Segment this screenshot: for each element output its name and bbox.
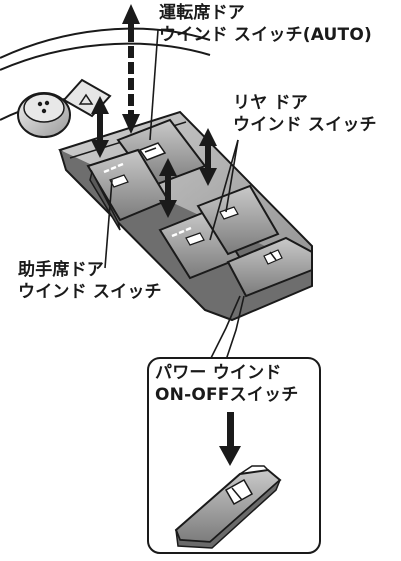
power-switch-callout (147, 357, 321, 554)
rear-left-arrow (159, 158, 177, 218)
driver-window-switch-label: 運転席ドア ウインド スイッチ(AUTO) (159, 2, 372, 46)
assist-label-line2: ウインド スイッチ (18, 282, 162, 302)
press-arrow (219, 412, 241, 466)
assist-window-switch-label: 助手席ドア ウインド スイッチ (18, 259, 162, 303)
rear-label-line2: ウインド スイッチ (233, 115, 377, 135)
power-label-line2: ON-OFFスイッチ (155, 385, 299, 405)
driver-auto-arrow (122, 4, 140, 134)
rear-window-switch-label: リヤ ドア ウインド スイッチ (233, 92, 377, 136)
power-window-onoff-switch (226, 236, 313, 298)
mirror-control-knob (17, 92, 71, 138)
rear-right-window-switch (196, 184, 280, 256)
enlarged-onoff-switch (174, 465, 282, 549)
rear-label-line1: リヤ ドア (233, 93, 308, 113)
driver-label-line1: 運転席ドア (159, 3, 245, 23)
power-window-onoff-label: パワー ウインド ON-OFFスイッチ (155, 362, 298, 406)
rear-right-arrow (199, 128, 217, 186)
driver-label-line2: ウインド スイッチ(AUTO) (159, 25, 372, 45)
assist-label-line1: 助手席ドア (18, 260, 104, 280)
up-down-arrows (91, 4, 217, 218)
leader-lines (104, 29, 245, 361)
power-label-line1: パワー ウインド (155, 363, 282, 383)
assist-arrow (91, 96, 109, 158)
